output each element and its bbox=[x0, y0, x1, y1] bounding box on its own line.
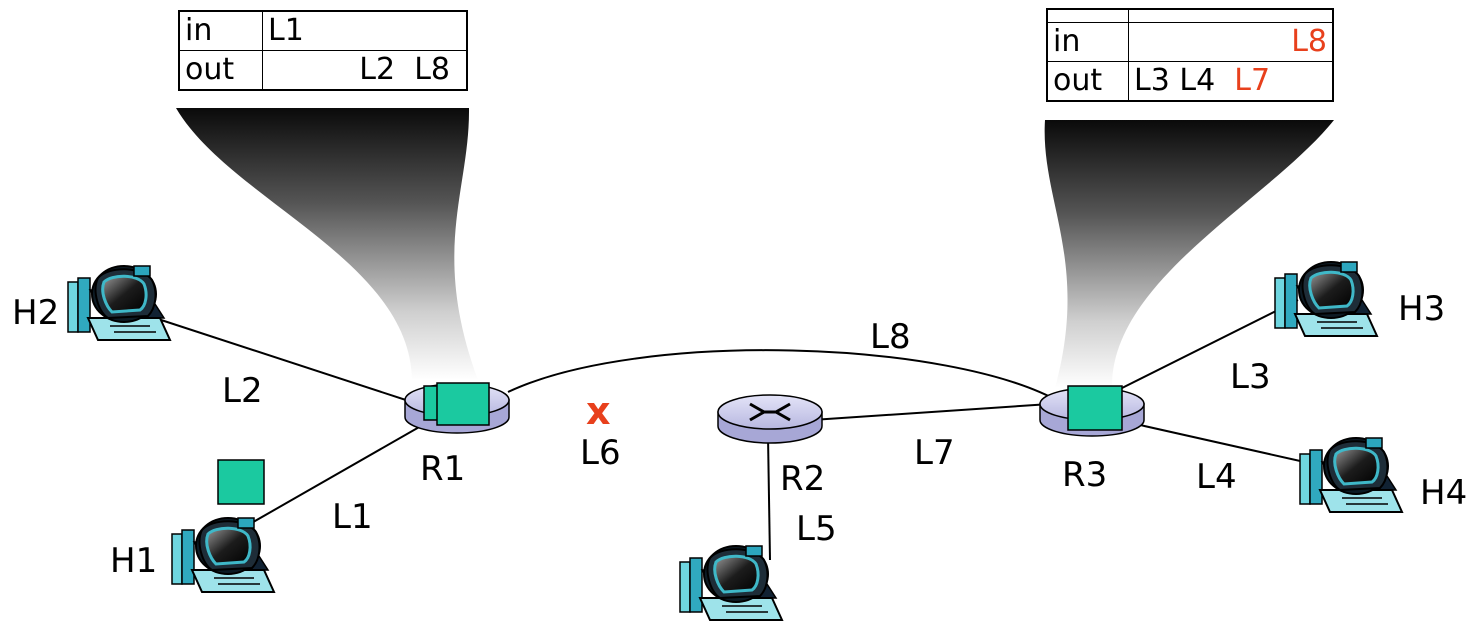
link-l2 bbox=[154, 317, 413, 403]
host-h4-label: H4 bbox=[1420, 473, 1468, 513]
router-r1 bbox=[404, 382, 510, 434]
in-value-text: L8 bbox=[1291, 24, 1327, 59]
link-l8-label: L8 bbox=[870, 317, 911, 357]
link-l5-label: L5 bbox=[796, 509, 837, 549]
router-r3-label: R3 bbox=[1062, 455, 1108, 495]
out-value-2: L8 bbox=[414, 52, 450, 87]
header-cell bbox=[1128, 8, 1334, 23]
router-r1-label: R1 bbox=[420, 449, 466, 489]
out-value-1: L2 bbox=[359, 52, 396, 87]
host-h1-computer bbox=[170, 516, 276, 594]
packet-at-h1 bbox=[217, 459, 265, 505]
link-l1 bbox=[247, 417, 436, 526]
host-h4-computer bbox=[1298, 436, 1404, 514]
out-value: L2 L8 bbox=[262, 50, 468, 91]
router-r3 bbox=[1039, 385, 1145, 437]
in-value: L8 bbox=[1128, 22, 1334, 62]
r3-forwarding-table: in L8 out L3 L4 L7 bbox=[1046, 8, 1334, 102]
in-value: L1 bbox=[262, 10, 468, 51]
r1-table-beam bbox=[176, 108, 478, 380]
out-value-1: L3 bbox=[1134, 63, 1170, 98]
router-r2-label: R2 bbox=[780, 459, 826, 499]
host-r2-computer bbox=[678, 544, 784, 622]
link-l3 bbox=[1109, 299, 1299, 395]
link-failure-mark: x bbox=[586, 389, 611, 433]
link-l2-label: L2 bbox=[222, 371, 263, 411]
link-l6-label: L6 bbox=[580, 433, 621, 473]
header-cell bbox=[1046, 8, 1129, 23]
link-l8 bbox=[507, 349, 1061, 403]
link-l7-label: L7 bbox=[914, 433, 955, 473]
in-label: in bbox=[1046, 22, 1129, 62]
table-row: out L3 L4 L7 bbox=[1046, 61, 1334, 102]
link-l4-label: L4 bbox=[1196, 457, 1237, 497]
host-h2-computer bbox=[66, 264, 172, 342]
link-l5 bbox=[767, 435, 771, 561]
host-h1-label: H1 bbox=[110, 541, 158, 581]
out-label: out bbox=[1046, 61, 1129, 102]
link-l7 bbox=[811, 403, 1051, 421]
link-l1-label: L1 bbox=[332, 497, 373, 537]
out-value: L3 L4 L7 bbox=[1128, 61, 1334, 102]
table-row bbox=[1046, 8, 1334, 23]
out-value-3: L7 bbox=[1234, 63, 1271, 98]
out-value-2: L4 bbox=[1179, 63, 1216, 98]
router-r2 bbox=[717, 394, 823, 444]
host-h2-label: H2 bbox=[12, 293, 60, 333]
out-label: out bbox=[178, 50, 263, 91]
table-row: out L2 L8 bbox=[178, 50, 468, 91]
r3-table-beam bbox=[1044, 120, 1334, 388]
link-l3-label: L3 bbox=[1230, 357, 1271, 397]
in-value-text: L1 bbox=[268, 13, 304, 48]
link-l4 bbox=[1139, 424, 1319, 466]
r1-forwarding-table: in L1 out L2 L8 bbox=[178, 10, 468, 91]
host-h3-computer bbox=[1273, 260, 1379, 338]
in-label: in bbox=[178, 10, 263, 51]
host-h3-label: H3 bbox=[1398, 289, 1446, 329]
table-row: in L8 bbox=[1046, 22, 1334, 62]
table-row: in L1 bbox=[178, 10, 468, 51]
